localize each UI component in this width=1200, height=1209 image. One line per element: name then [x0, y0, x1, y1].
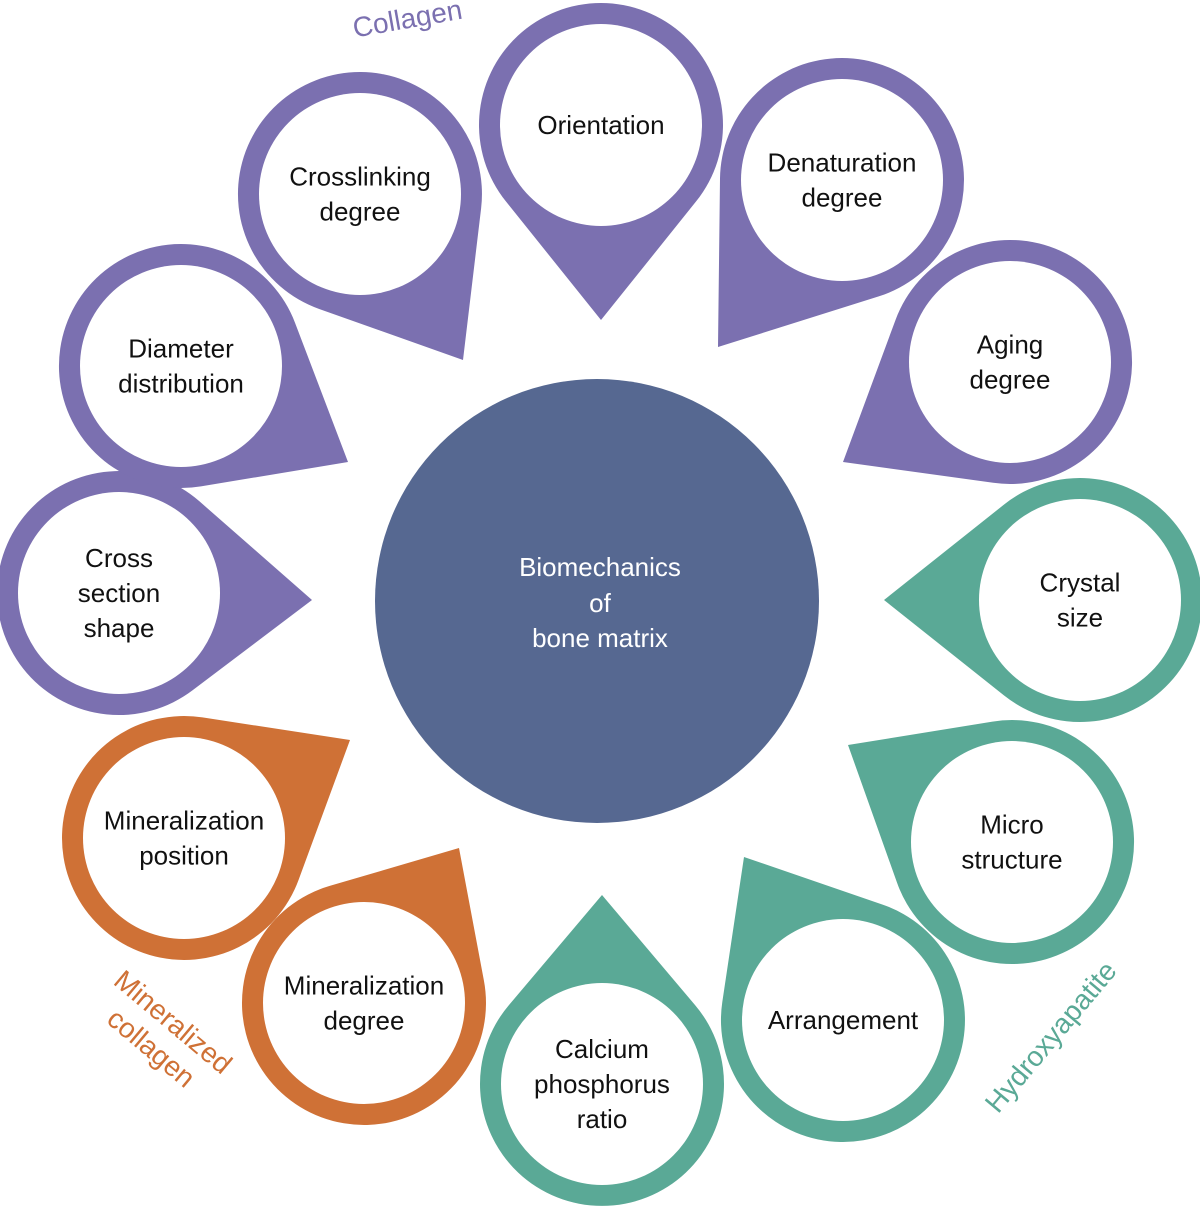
- node-inner-arrangement: [742, 919, 944, 1121]
- node-label-aging-line-1: Aging: [977, 330, 1044, 360]
- node-label-crosslinking-line-1: Crosslinking: [289, 162, 431, 192]
- node-aging: Aging degree: [843, 239, 1133, 484]
- center-circle: [375, 379, 819, 823]
- node-micro: Micro structure: [848, 720, 1135, 965]
- node-crystal: Crystal size: [884, 478, 1200, 722]
- node-label-min-degree-line-1: Mineralization: [284, 971, 444, 1001]
- node-inner-calcium: [501, 983, 703, 1185]
- node-inner-crystal: [979, 499, 1181, 701]
- node-label-micro-line-2: structure: [961, 845, 1062, 875]
- node-inner-diameter: [80, 265, 282, 467]
- node-arrangement: Arrangement: [720, 857, 965, 1142]
- center-label-line-1: Biomechanics: [519, 552, 681, 582]
- node-denaturation: Denaturation degree: [718, 58, 964, 348]
- center-node: Biomechanics of bone matrix: [375, 379, 819, 823]
- node-label-cross-section-line-1: Cross: [85, 543, 153, 573]
- node-label-arrangement-line-1: Arrangement: [768, 1005, 919, 1035]
- node-label-crystal-line-1: Crystal: [1040, 568, 1121, 598]
- node-label-denaturation-line-2: degree: [802, 183, 883, 213]
- node-label-min-position-line-1: Mineralization: [104, 806, 264, 836]
- node-label-micro-line-1: Micro: [980, 810, 1044, 840]
- group-label-collagen: Collagen: [350, 0, 464, 44]
- node-calcium: Calcium phosphorus ratio: [480, 895, 724, 1206]
- center-label-line-3: bone matrix: [532, 623, 668, 653]
- node-inner-denaturation: [741, 79, 943, 281]
- node-inner-orientation: [500, 24, 702, 226]
- node-min-position: Mineralization position: [61, 715, 351, 960]
- node-crosslinking: Crosslinking degree: [237, 72, 482, 361]
- node-label-diameter-line-2: distribution: [118, 369, 244, 399]
- node-label-cross-section-line-3: shape: [84, 613, 155, 643]
- node-cross-section: Cross section shape: [0, 471, 312, 715]
- group-label-hydroxyapatite: Hydroxyapatite: [979, 955, 1123, 1118]
- node-label-min-position-line-2: position: [139, 841, 229, 871]
- node-inner-cross-section: [18, 492, 220, 694]
- node-label-diameter-line-1: Diameter: [128, 334, 234, 364]
- node-label-min-degree-line-2: degree: [324, 1006, 405, 1036]
- node-inner-min-position: [83, 737, 285, 939]
- node-orientation: Orientation: [479, 3, 723, 320]
- node-label-calcium-line-2: phosphorus: [534, 1069, 670, 1099]
- node-label-denaturation-line-1: Denaturation: [768, 148, 917, 178]
- node-label-calcium-line-1: Calcium: [555, 1034, 649, 1064]
- node-inner-min-degree: [263, 902, 465, 1104]
- node-label-crystal-line-2: size: [1057, 603, 1103, 633]
- group-label-mineralized-collagen: Mineralized collagen: [101, 964, 238, 1093]
- node-diameter: Diameter distribution: [58, 244, 349, 489]
- node-label-calcium-line-3: ratio: [577, 1104, 628, 1134]
- center-label-line-2: of: [589, 588, 611, 618]
- node-inner-crosslinking: [259, 93, 461, 295]
- node-min-degree: Mineralization degree: [241, 848, 486, 1125]
- node-inner-micro: [911, 741, 1113, 943]
- node-label-aging-line-2: degree: [970, 365, 1051, 395]
- node-label-cross-section-line-2: section: [78, 578, 160, 608]
- node-label-crosslinking-line-2: degree: [320, 197, 401, 227]
- drops-layer: OrientationDenaturationdegreeAgingdegree…: [0, 3, 1200, 1206]
- node-label-orientation-line-1: Orientation: [537, 110, 664, 140]
- node-inner-aging: [909, 261, 1111, 463]
